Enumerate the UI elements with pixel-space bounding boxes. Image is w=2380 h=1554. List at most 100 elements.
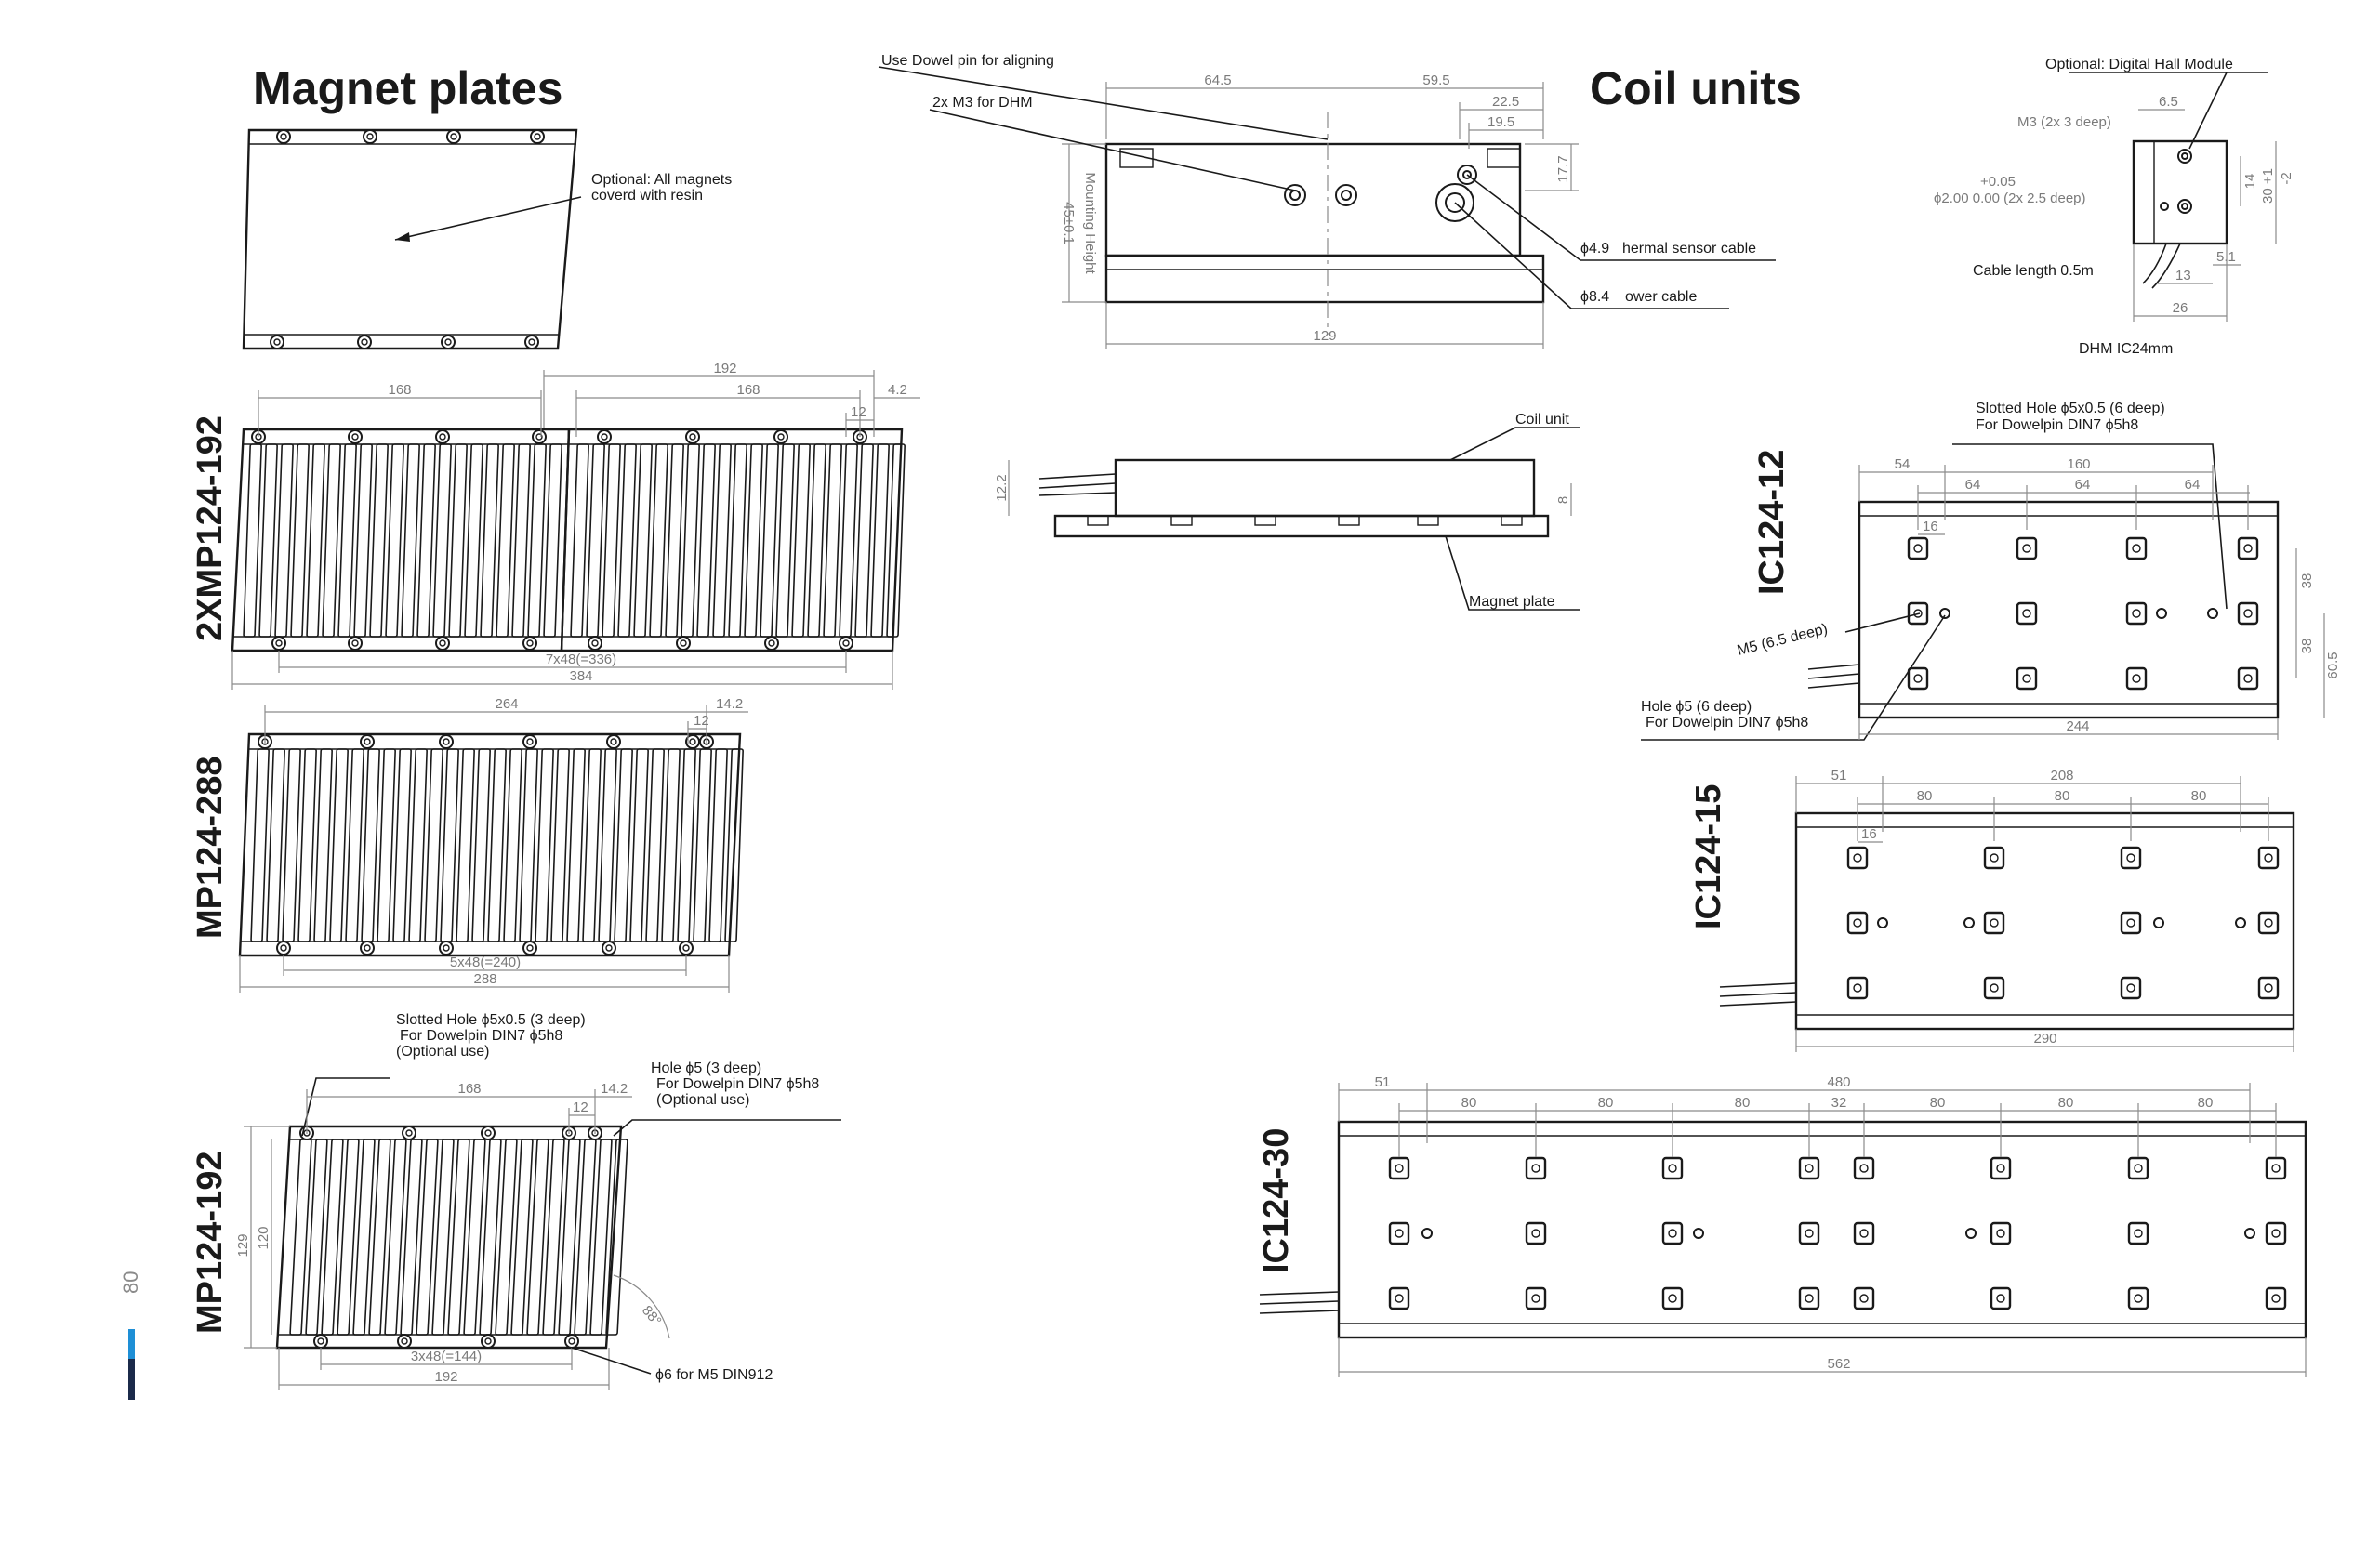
mp-slotted-note: Slotted Hole ϕ5x0.5 (3 deep) bbox=[396, 1012, 586, 1028]
dim-cu-595: 59.5 bbox=[1422, 72, 1449, 88]
magnet-plate-mp124-192: MP124-192 Slotted Hole ϕ5x0.5 (3 deep) F… bbox=[191, 1012, 841, 1390]
dhm-cable-note: Cable length 0.5m bbox=[1973, 263, 2094, 279]
mounting-hole bbox=[435, 636, 450, 651]
dim-mp192-angle: 88° bbox=[639, 1303, 665, 1329]
dim-mp192-129: 129 bbox=[235, 1233, 251, 1257]
mp-hole-opt: (Optional use) bbox=[656, 1092, 750, 1108]
dim-mp2x-168b: 168 bbox=[736, 382, 760, 398]
threaded-insert bbox=[2016, 601, 2038, 626]
mounting-hole bbox=[532, 429, 547, 444]
label-ic124-12: IC124-12 bbox=[1752, 450, 1792, 595]
dim-ic12-160: 160 bbox=[2067, 456, 2090, 472]
threaded-insert bbox=[2257, 911, 2280, 935]
resin-note-line2: coverd with resin bbox=[591, 188, 703, 204]
magnet-slot bbox=[258, 443, 278, 638]
dim-side-122: 12.2 bbox=[994, 474, 1010, 501]
magnet-slot bbox=[496, 443, 515, 638]
mounting-hole bbox=[481, 1334, 496, 1349]
magnet-slot bbox=[574, 1139, 597, 1336]
dim-ic12-64b: 64 bbox=[2075, 477, 2091, 493]
threaded-insert bbox=[2125, 536, 2148, 560]
magnet-slot bbox=[313, 748, 333, 942]
threaded-insert bbox=[2237, 601, 2259, 626]
mp-slotted-opt: (Optional use) bbox=[396, 1044, 490, 1060]
dim-ic30-480: 480 bbox=[1827, 1074, 1850, 1090]
magnet-slot bbox=[724, 748, 744, 942]
coil-unit-ic124-30: IC124-30 51 480 80 80 80 32 80 80 80 562 bbox=[1257, 1074, 2307, 1377]
dim-ic12-605: 60.5 bbox=[2325, 652, 2341, 678]
dim-ic12-16: 16 bbox=[1923, 519, 1938, 534]
label-mp124-288: MP124-288 bbox=[191, 757, 230, 939]
mounting-hole bbox=[439, 734, 454, 749]
threaded-insert bbox=[1846, 911, 1869, 935]
magnet-slot bbox=[542, 1139, 565, 1336]
magnet-slot bbox=[693, 748, 712, 942]
dim-mp2x-384: 384 bbox=[569, 668, 592, 684]
magnet-slot bbox=[629, 748, 649, 942]
dim-ic12-38b: 38 bbox=[2299, 639, 2315, 654]
magnet-slot bbox=[526, 1139, 549, 1336]
dim-mp2x-12: 12 bbox=[851, 404, 866, 420]
ic12-hole-dowel: For Dowelpin DIN7 ϕ5h8 bbox=[1646, 715, 1808, 731]
threaded-insert bbox=[1853, 1156, 1875, 1180]
dhm-title: DHM IC24mm bbox=[2079, 341, 2173, 357]
dim-ic12-38a: 38 bbox=[2299, 573, 2315, 589]
dhm-tol: +0.05 bbox=[1980, 174, 2016, 190]
magnet-slot bbox=[298, 748, 317, 942]
threaded-insert bbox=[1388, 1156, 1410, 1180]
page-dark-bar bbox=[128, 1359, 135, 1400]
dim-cu-177: 17.7 bbox=[1555, 155, 1571, 182]
mounting-hole bbox=[397, 1334, 412, 1349]
page-accent-bar bbox=[128, 1329, 135, 1359]
mounting-hole bbox=[564, 1334, 579, 1349]
dowel-hole bbox=[1939, 608, 1950, 619]
dhm-optional-note: Optional: Digital Hall Module bbox=[2045, 57, 2233, 72]
resin-note-line1: Optional: All magnets bbox=[591, 172, 732, 188]
mounting-hole bbox=[348, 636, 363, 651]
threaded-insert bbox=[1907, 666, 1929, 691]
magnet-slot bbox=[886, 443, 906, 638]
ic12-m5-note: M5 (6.5 deep) bbox=[1736, 621, 1830, 659]
threaded-insert bbox=[2125, 601, 2148, 626]
threaded-insert bbox=[1388, 1286, 1410, 1310]
magnet-slot bbox=[807, 443, 826, 638]
magnet-slot bbox=[368, 1139, 391, 1336]
magnet-slot bbox=[431, 1139, 455, 1336]
mounting-hole bbox=[357, 335, 372, 349]
magnet-slot bbox=[345, 748, 364, 942]
mounting-hole bbox=[685, 429, 700, 444]
magnet-slot bbox=[266, 748, 285, 942]
dim-ic15-16: 16 bbox=[1861, 826, 1877, 842]
magnet-slot bbox=[463, 1139, 486, 1336]
magnet-slot bbox=[385, 443, 404, 638]
magnet-slot bbox=[243, 443, 262, 638]
dim-ic30-80e: 80 bbox=[2058, 1095, 2074, 1111]
threaded-insert bbox=[1990, 1286, 2012, 1310]
threaded-insert bbox=[1983, 976, 2005, 1000]
magnet-slot bbox=[448, 443, 468, 638]
dim-ic12-64c: 64 bbox=[2185, 477, 2201, 493]
dim-dhm-30: 30 +1 bbox=[2260, 168, 2276, 204]
dim-ic12-64a: 64 bbox=[1965, 477, 1981, 493]
threaded-insert bbox=[2125, 666, 2148, 691]
mounting-hole bbox=[363, 129, 377, 144]
magnet-slot bbox=[696, 443, 716, 638]
magnet-slot bbox=[400, 1139, 423, 1336]
dowel-hole bbox=[2153, 917, 2164, 928]
magnet-slot bbox=[329, 748, 349, 942]
coil-unit-label: Coil unit bbox=[1515, 412, 1569, 428]
mounting-hole bbox=[402, 1126, 416, 1140]
magnet-slot bbox=[775, 443, 795, 638]
dim-cu-195: 19.5 bbox=[1488, 114, 1514, 130]
threaded-insert bbox=[2237, 536, 2259, 560]
magnet-slot bbox=[322, 443, 341, 638]
dowel-hole bbox=[2244, 1228, 2255, 1239]
threaded-insert bbox=[1983, 846, 2005, 870]
magnet-slot bbox=[649, 443, 668, 638]
magnet-slot bbox=[566, 748, 586, 942]
dim-ic30-51: 51 bbox=[1375, 1074, 1391, 1090]
mounting-hole bbox=[774, 429, 788, 444]
threaded-insert bbox=[1983, 911, 2005, 935]
mounting-hole bbox=[522, 941, 537, 955]
